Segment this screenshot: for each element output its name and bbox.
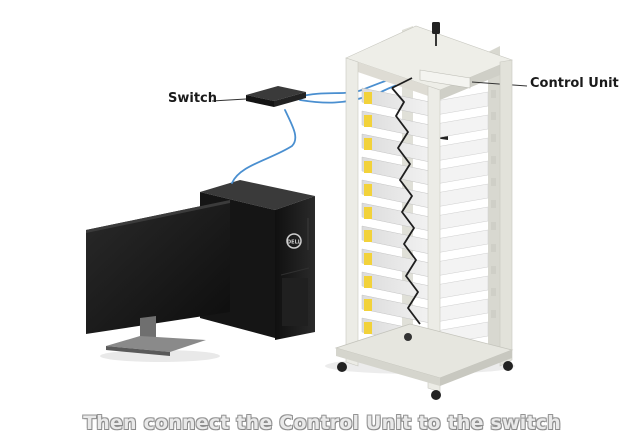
power-plug-icon (432, 22, 440, 34)
instruction-caption: Then connect the Control Unit to the swi… (83, 412, 561, 434)
pc-to-switch-cable (231, 109, 297, 184)
wheel-icon (404, 333, 412, 341)
wheel-icon (337, 362, 347, 372)
battery-rack-icon (334, 22, 528, 400)
switch-callout-line (211, 98, 247, 102)
switch-label: Switch (168, 91, 218, 106)
wheel-icon (431, 390, 441, 400)
battery-modules (361, 87, 489, 347)
control-unit-callout-line (471, 81, 528, 87)
network-switch-icon (211, 86, 306, 107)
monitor-icon (86, 200, 230, 356)
svg-text:DELL: DELL (287, 240, 302, 246)
control-unit-label: Control Unit (530, 76, 619, 91)
switch-to-rack-cable (299, 95, 369, 104)
wheel-icon (503, 361, 513, 371)
monitor-shadow (100, 350, 220, 362)
module-link-cables (391, 87, 421, 325)
